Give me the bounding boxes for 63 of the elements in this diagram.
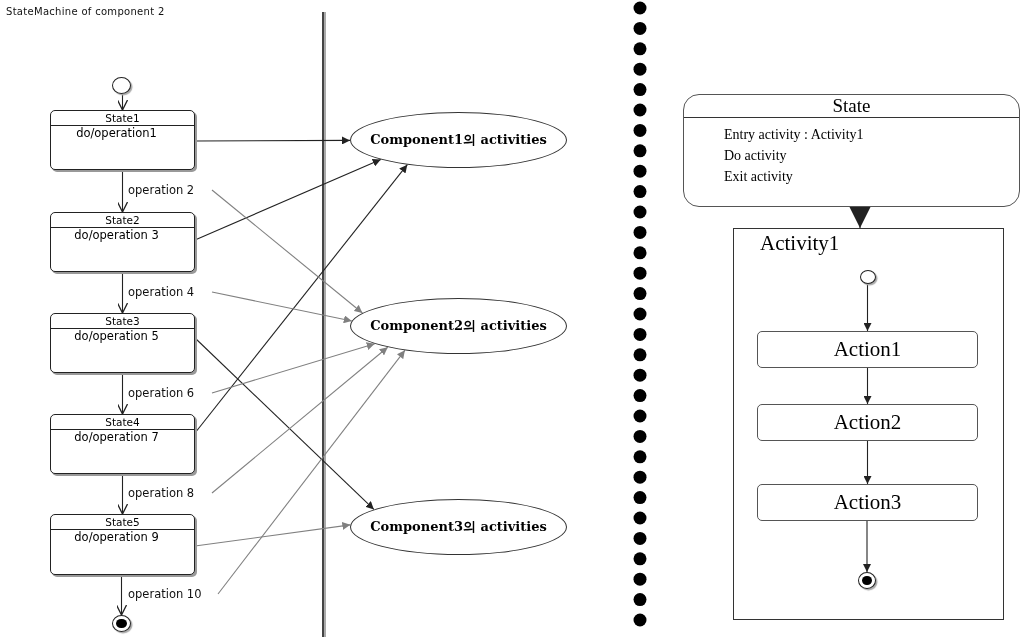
final-state (858, 572, 876, 589)
transition-label: operation 6 (128, 385, 212, 401)
arrow (863, 440, 872, 485)
arrow (194, 159, 382, 241)
arrow (211, 189, 363, 314)
arrow (211, 291, 353, 324)
arrow (863, 367, 872, 405)
arrow (194, 337, 375, 511)
arrow (863, 283, 872, 332)
arrow (211, 346, 389, 494)
action-box (757, 404, 978, 441)
state-machine-label: StateMachine of component 2 (6, 6, 165, 17)
arrow (194, 521, 351, 547)
action-label: Action3 (833, 490, 902, 515)
state-activity: do/operation 3 (74, 228, 159, 242)
transition-label: operation 8 (128, 485, 212, 501)
arrow (194, 136, 351, 145)
arrow (863, 520, 871, 573)
action-label: Action2 (833, 410, 902, 435)
arrow (116, 372, 129, 415)
state-activity: do/operation1 (76, 126, 157, 140)
action-box (757, 484, 978, 521)
state-activity: do/operation 9 (74, 530, 159, 544)
transition-label: operation 2 (128, 182, 212, 198)
activity-frame (733, 228, 1004, 620)
arrow (211, 342, 376, 394)
transition-label: operation 10 (128, 586, 218, 602)
initial-state (112, 77, 131, 94)
state-box (50, 313, 195, 373)
state-activity: Entry activity : Activity1 (724, 127, 864, 142)
state-box (50, 514, 195, 575)
initial-state (860, 270, 876, 284)
final-state (112, 615, 131, 632)
state-name: State2 (105, 214, 140, 226)
state-activity: Exit activity (724, 169, 793, 184)
state-box (50, 212, 195, 272)
arrow (194, 164, 408, 434)
transition-label: operation 4 (128, 284, 212, 300)
arrow (116, 271, 129, 314)
frame-title: Activity1 (760, 231, 840, 255)
activity-ellipse (350, 298, 567, 354)
state-activity: Do activity (724, 148, 787, 163)
arrow (116, 93, 129, 111)
action-label: Action1 (833, 337, 902, 362)
arrow (116, 169, 129, 213)
state-activity: do/operation 7 (74, 430, 159, 444)
ellipse-label: Component1의 activities (370, 131, 547, 149)
arrow (116, 473, 129, 515)
arrow (217, 349, 406, 595)
arrow (115, 574, 128, 616)
action-box (757, 331, 978, 368)
state-box (50, 110, 195, 170)
ellipse-label: Component2의 activities (370, 317, 547, 335)
state-name: State3 (105, 315, 140, 327)
ellipse-label: Component3의 activities (370, 518, 547, 536)
state-name: State (832, 95, 871, 116)
state-name: State5 (105, 516, 140, 528)
state-name: State1 (105, 112, 140, 124)
state-name: State4 (105, 416, 140, 428)
arrow (849, 206, 871, 229)
state-box (683, 94, 1020, 207)
state-activity: do/operation 5 (74, 329, 159, 343)
state-box (50, 414, 195, 474)
